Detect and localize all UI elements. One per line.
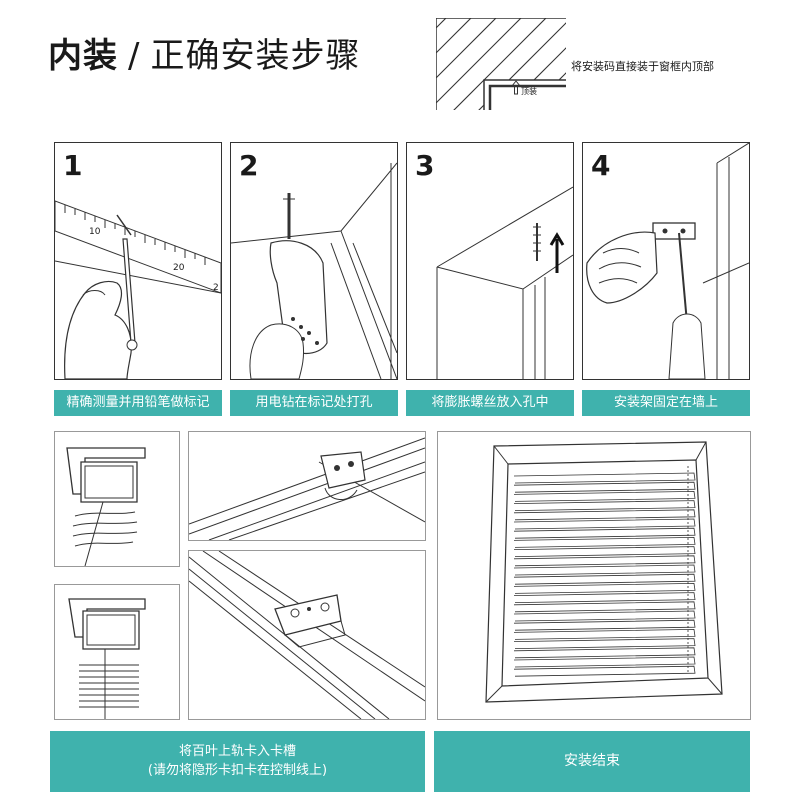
frame-top-mount-diagram <box>436 18 566 110</box>
ruler-label-10: 10 <box>89 227 100 237</box>
rail-clip-detail-2 <box>54 584 180 720</box>
ruler-label-20: 20 <box>173 263 184 273</box>
ruler-label-2: 2 <box>213 283 219 293</box>
clip-detail-2-illustration <box>55 585 179 719</box>
rail-insert-caption-line1: 将百叶上轨卡入卡槽 <box>148 743 327 762</box>
rail-insert-caption-line2: (请勿将隐形卡扣卡在控制线上) <box>148 762 327 781</box>
step-4-caption: 安装架固定在墙上 <box>582 390 750 416</box>
title-bold: 内装 <box>48 36 118 76</box>
page-title: 内装/正确安装步骤 <box>48 28 360 77</box>
arrow-label: 顶装 <box>521 86 537 97</box>
title-subtitle: 正确安装步骤 <box>150 36 360 76</box>
step-4-panel: 4 <box>582 142 750 380</box>
rail-insert-2-illustration <box>189 551 425 719</box>
clip-detail-1-illustration <box>55 432 179 566</box>
rail-insert-view-2 <box>188 550 426 720</box>
step-2-panel: 2 <box>230 142 398 380</box>
title-separator: / <box>128 36 140 76</box>
step-1-panel: 1 10 20 2 <box>54 142 222 380</box>
rail-insert-view-1 <box>188 431 426 541</box>
install-finished-caption: 安装结束 <box>434 731 750 792</box>
finished-blind-illustration <box>438 432 750 719</box>
rail-insert-caption: 将百叶上轨卡入卡槽 (请勿将隐形卡扣卡在控制线上) <box>50 731 425 792</box>
step-3-number: 3 <box>415 149 434 182</box>
step-3-panel: 3 <box>406 142 574 380</box>
step-1-number: 1 <box>63 149 82 182</box>
finished-blind-view <box>437 431 751 720</box>
rail-insert-1-illustration <box>189 432 425 540</box>
step-3-caption: 将膨胀螺丝放入孔中 <box>406 390 574 416</box>
step-2-number: 2 <box>239 149 258 182</box>
step-1-caption: 精确测量并用铅笔做标记 <box>54 390 222 416</box>
step-4-number: 4 <box>591 149 610 182</box>
header-note: 将安装码直接装于窗框内顶部 <box>571 58 714 74</box>
step-2-caption: 用电钻在标记处打孔 <box>230 390 398 416</box>
rail-clip-detail-1 <box>54 431 180 567</box>
